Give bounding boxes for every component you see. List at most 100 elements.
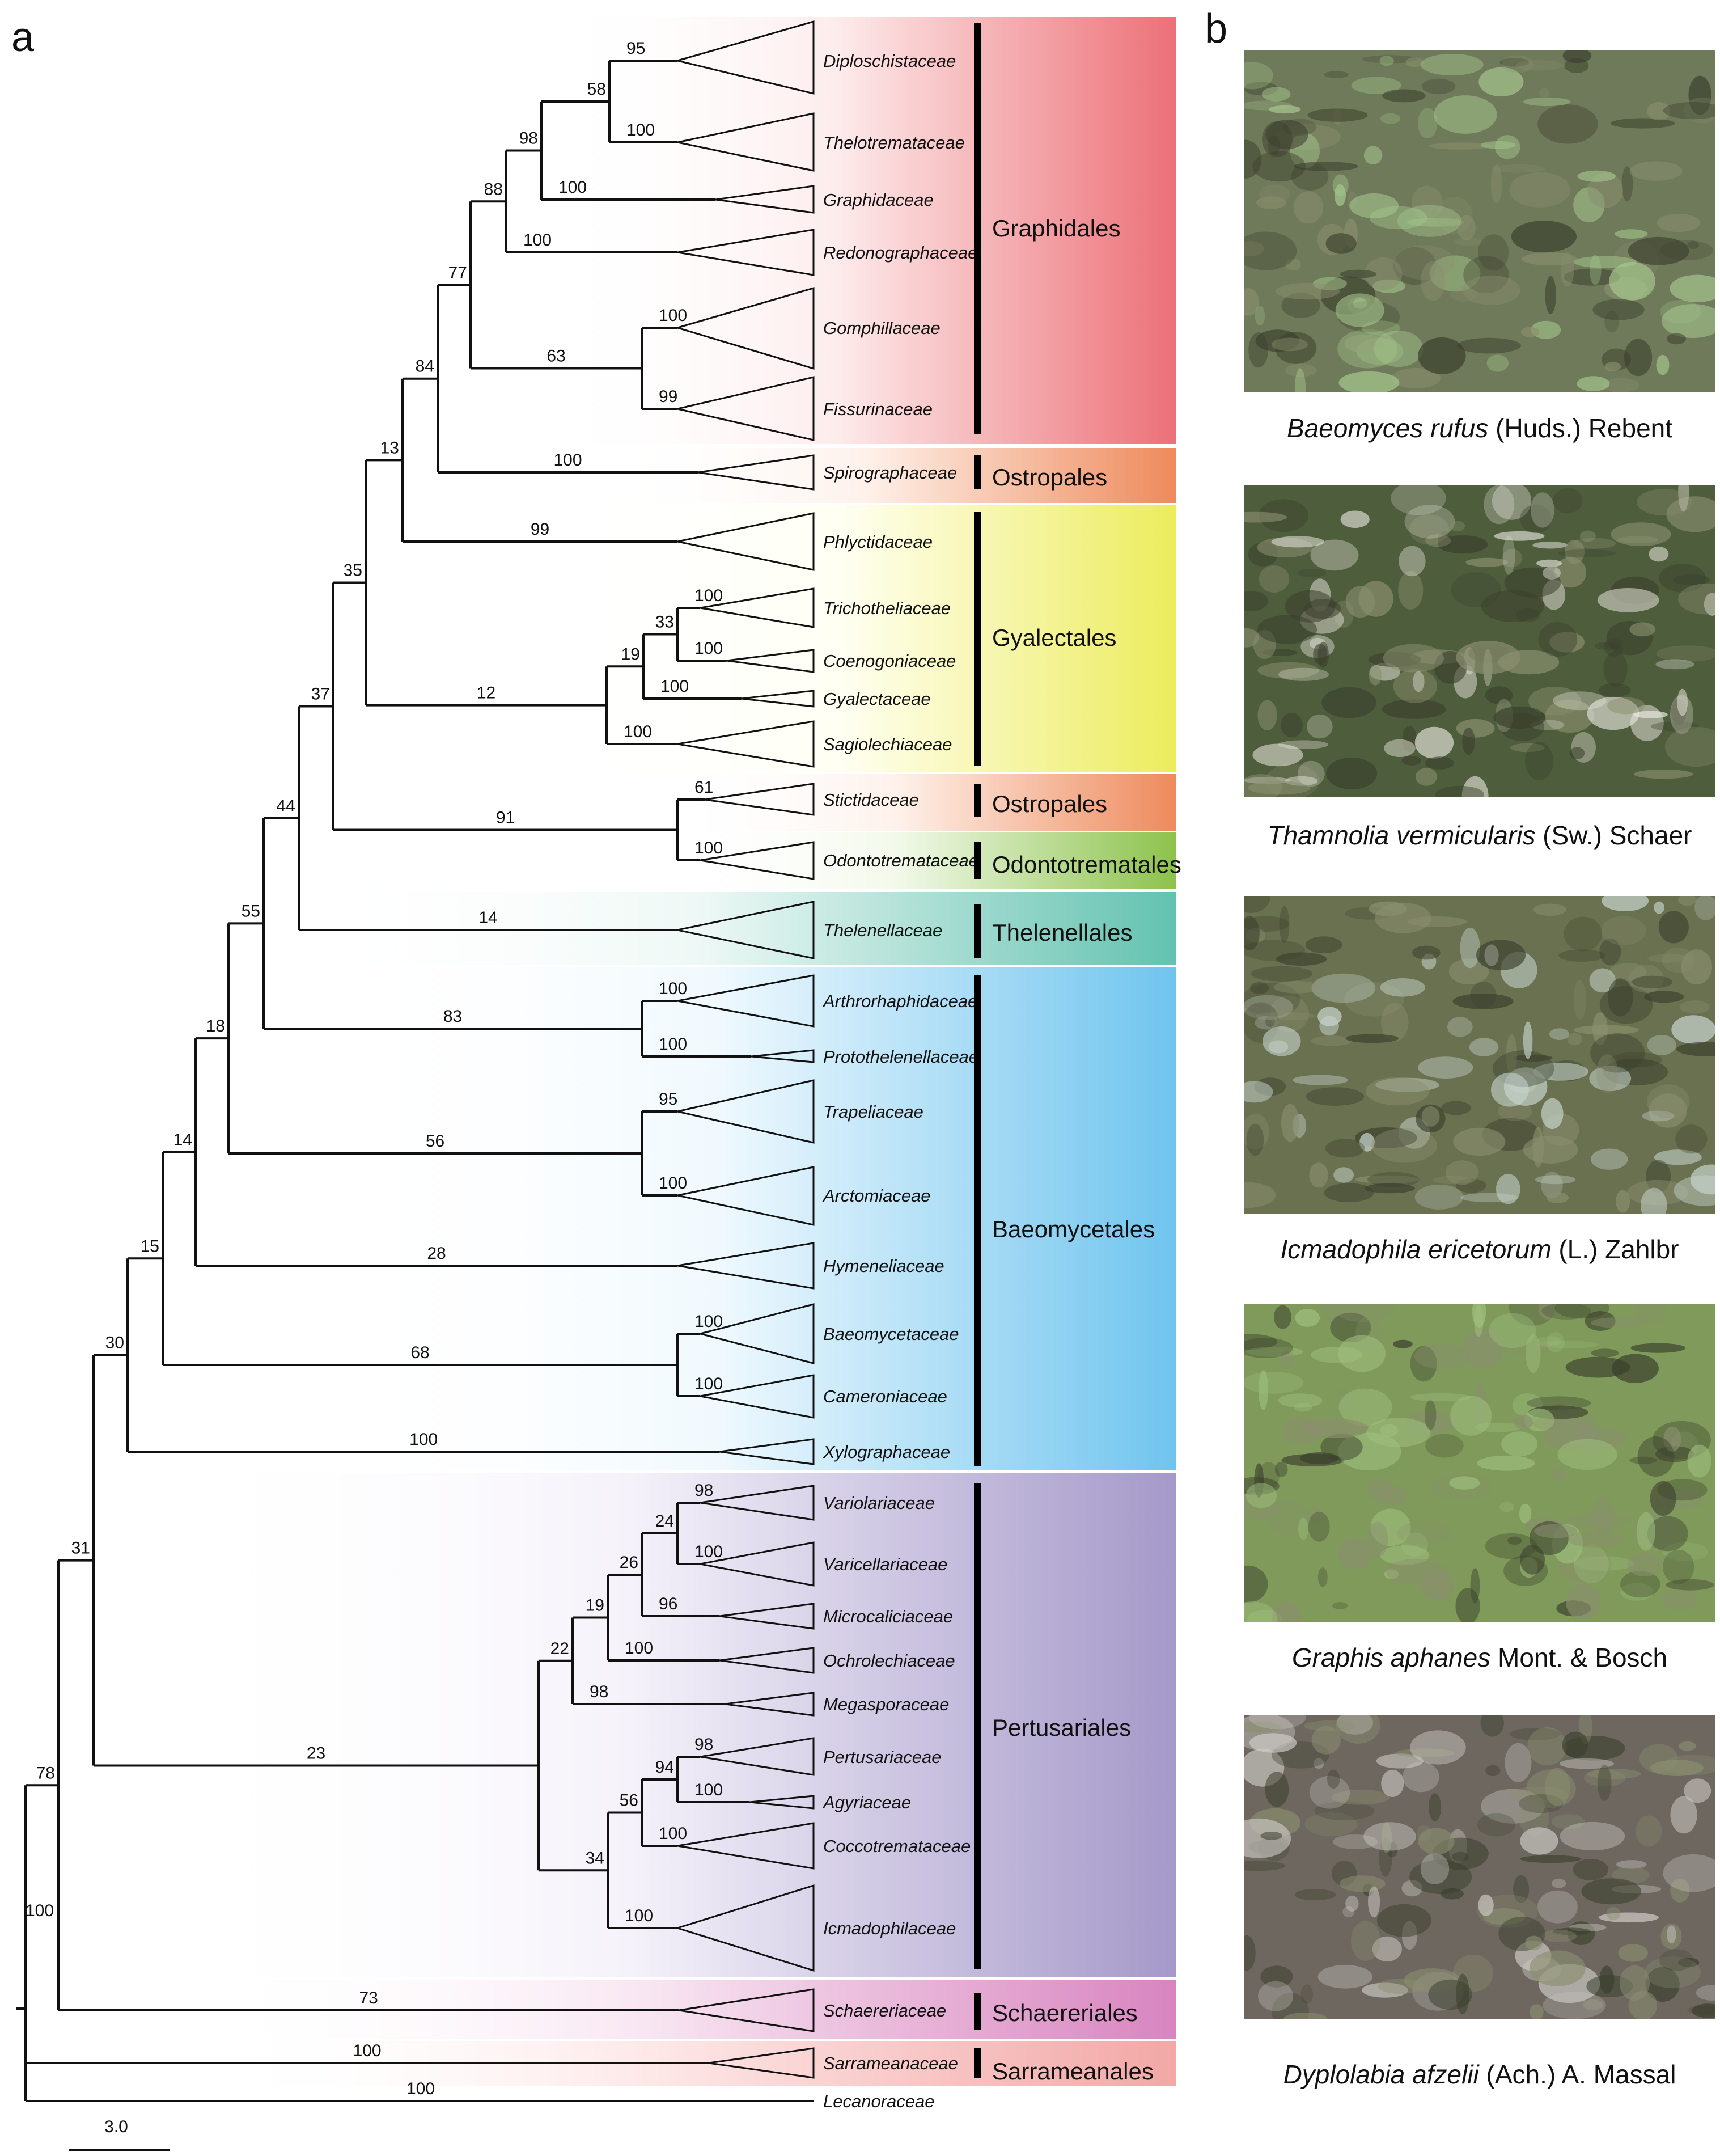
specimen-caption: Graphis aphanes Mont. & Bosch <box>1244 1642 1715 1673</box>
support-value: 100 <box>406 2079 435 2098</box>
support-value: 100 <box>26 1901 54 1920</box>
order-bar-schaereriales <box>974 1993 981 2030</box>
support-value: 28 <box>427 1244 446 1263</box>
clade-triangle-coc <box>677 1822 815 1870</box>
support-value: 98 <box>519 129 538 148</box>
order-label-graphidales: Graphidales <box>992 215 1120 242</box>
clade-triangle-mic <box>719 1603 815 1630</box>
family-label-vcl: Varicellariaceae <box>823 1554 947 1574</box>
support-value: 18 <box>206 1017 225 1035</box>
order-bar-pertusariales <box>974 1483 981 1969</box>
support-value: 61 <box>694 778 713 797</box>
family-label-spi: Spirographaceae <box>823 463 957 483</box>
family-label-tra: Trapeliaceae <box>823 1102 923 1122</box>
clade-triangle-sch <box>679 1988 815 2032</box>
family-label-art: Arthrorhaphidaceae <box>822 991 977 1011</box>
clade-triangle-dip <box>674 20 815 95</box>
clade-triangle-tri <box>700 587 815 628</box>
family-labels: DiploschistaceaeThelotremataceaeGraphida… <box>822 51 978 2111</box>
family-label-pro: Protothelenellaceae <box>823 1047 978 1067</box>
order-label-baeomycetales: Baeomycetales <box>992 1216 1155 1242</box>
family-label-per: Pertusariaceae <box>823 1747 942 1767</box>
support-value: 56 <box>620 1791 638 1810</box>
clade-triangle-thl <box>677 901 815 959</box>
support-value: 22 <box>550 1639 569 1658</box>
support-value: 95 <box>626 39 645 58</box>
support-value: 100 <box>659 306 687 325</box>
clade-triangle-var <box>700 1485 815 1521</box>
family-label-coe: Coenogoniaceae <box>823 651 956 671</box>
clade-triangle-odo <box>700 841 815 880</box>
family-label-phl: Phlyctidaceae <box>823 532 933 552</box>
clade-triangle-xyl <box>719 1438 815 1465</box>
family-label-dip: Diploschistaceae <box>823 51 956 71</box>
support-value: 100 <box>659 979 687 998</box>
species-author: Mont. & Bosch <box>1490 1643 1668 1672</box>
support-value: 100 <box>625 1906 653 1925</box>
support-value: 100 <box>659 1174 687 1193</box>
support-value: 19 <box>621 645 640 663</box>
band-ostropales2 <box>669 774 1176 831</box>
support-value: 100 <box>659 1035 687 1054</box>
support-value: 83 <box>443 1007 462 1026</box>
support-value: 88 <box>484 180 503 198</box>
clade-triangle-sar <box>708 2047 815 2079</box>
clade-triangle-bae <box>697 1303 815 1364</box>
support-value: 100 <box>694 839 723 857</box>
band-thelenellales <box>317 892 1176 965</box>
support-value: 33 <box>655 613 674 632</box>
clade-triangle-the <box>677 112 815 172</box>
band-odontotrematales <box>669 832 1176 889</box>
support-value: 30 <box>105 1334 124 1352</box>
support-value: 37 <box>311 684 330 703</box>
species-author: (Huds.) Rebent <box>1488 413 1673 443</box>
clade-triangle-sag <box>677 720 815 768</box>
order-label-sarrameanales: Sarrameanales <box>992 2058 1154 2085</box>
support-value: 63 <box>546 347 565 366</box>
support-value: 100 <box>694 1312 723 1331</box>
support-value: 78 <box>36 1764 55 1782</box>
support-value: 44 <box>277 797 295 815</box>
family-label-the: Thelotremataceae <box>823 133 965 153</box>
clade-triangle-agy <box>749 1795 815 1810</box>
support-value: 100 <box>694 1542 723 1561</box>
clade-triangle-cam <box>700 1374 815 1419</box>
support-value: 91 <box>496 809 515 827</box>
family-label-gya: Gyalectaceae <box>823 689 931 709</box>
support-labels: 7831301514185544373513847788985895100100… <box>26 39 723 2098</box>
specimen-photo <box>1244 485 1715 797</box>
order-label-thelenellales: Thelenellales <box>992 919 1133 946</box>
panel-label-b: b <box>1205 6 1228 52</box>
order-bar-sarrameanales <box>974 2048 981 2078</box>
clade-triangle-gom <box>674 287 815 370</box>
support-value: 34 <box>586 1849 604 1867</box>
order-bands <box>181 17 1176 2086</box>
support-value: 100 <box>694 639 723 658</box>
support-value: 99 <box>659 387 677 406</box>
family-label-och: Ochrolechiaceae <box>823 1651 955 1671</box>
band-pertusariales <box>181 1473 1176 1977</box>
order-label-gyalectales: Gyalectales <box>992 624 1116 651</box>
support-value: 100 <box>553 451 582 470</box>
support-value: 100 <box>660 677 689 696</box>
support-value: 100 <box>625 1639 653 1658</box>
support-value: 95 <box>659 1090 677 1109</box>
support-value: 94 <box>655 1758 674 1777</box>
species-name: Baeomyces rufus <box>1286 413 1489 443</box>
clade-triangle-fis <box>677 376 815 441</box>
panel-label-a: a <box>11 15 35 60</box>
order-label-ostropales1: Ostropales <box>992 464 1107 491</box>
support-value: 68 <box>410 1343 429 1362</box>
clade-triangle-arc <box>677 1166 815 1226</box>
species-name: Dyplolabia afzelii <box>1283 2060 1479 2089</box>
family-label-var: Variolariaceae <box>823 1493 935 1513</box>
order-label-schaereriales: Schaereriales <box>992 1999 1138 2026</box>
family-label-bae: Baeomycetaceae <box>823 1324 959 1344</box>
family-label-sch: Schaereriaceae <box>823 2001 946 2020</box>
family-label-cam: Cameroniaceae <box>823 1386 947 1406</box>
clade-triangle-art <box>677 974 815 1028</box>
support-value: 55 <box>242 902 260 920</box>
clade-triangle-sti <box>704 783 815 816</box>
family-label-agy: Agyriaceae <box>822 1793 911 1812</box>
family-label-gra: Graphidaceae <box>823 190 934 210</box>
